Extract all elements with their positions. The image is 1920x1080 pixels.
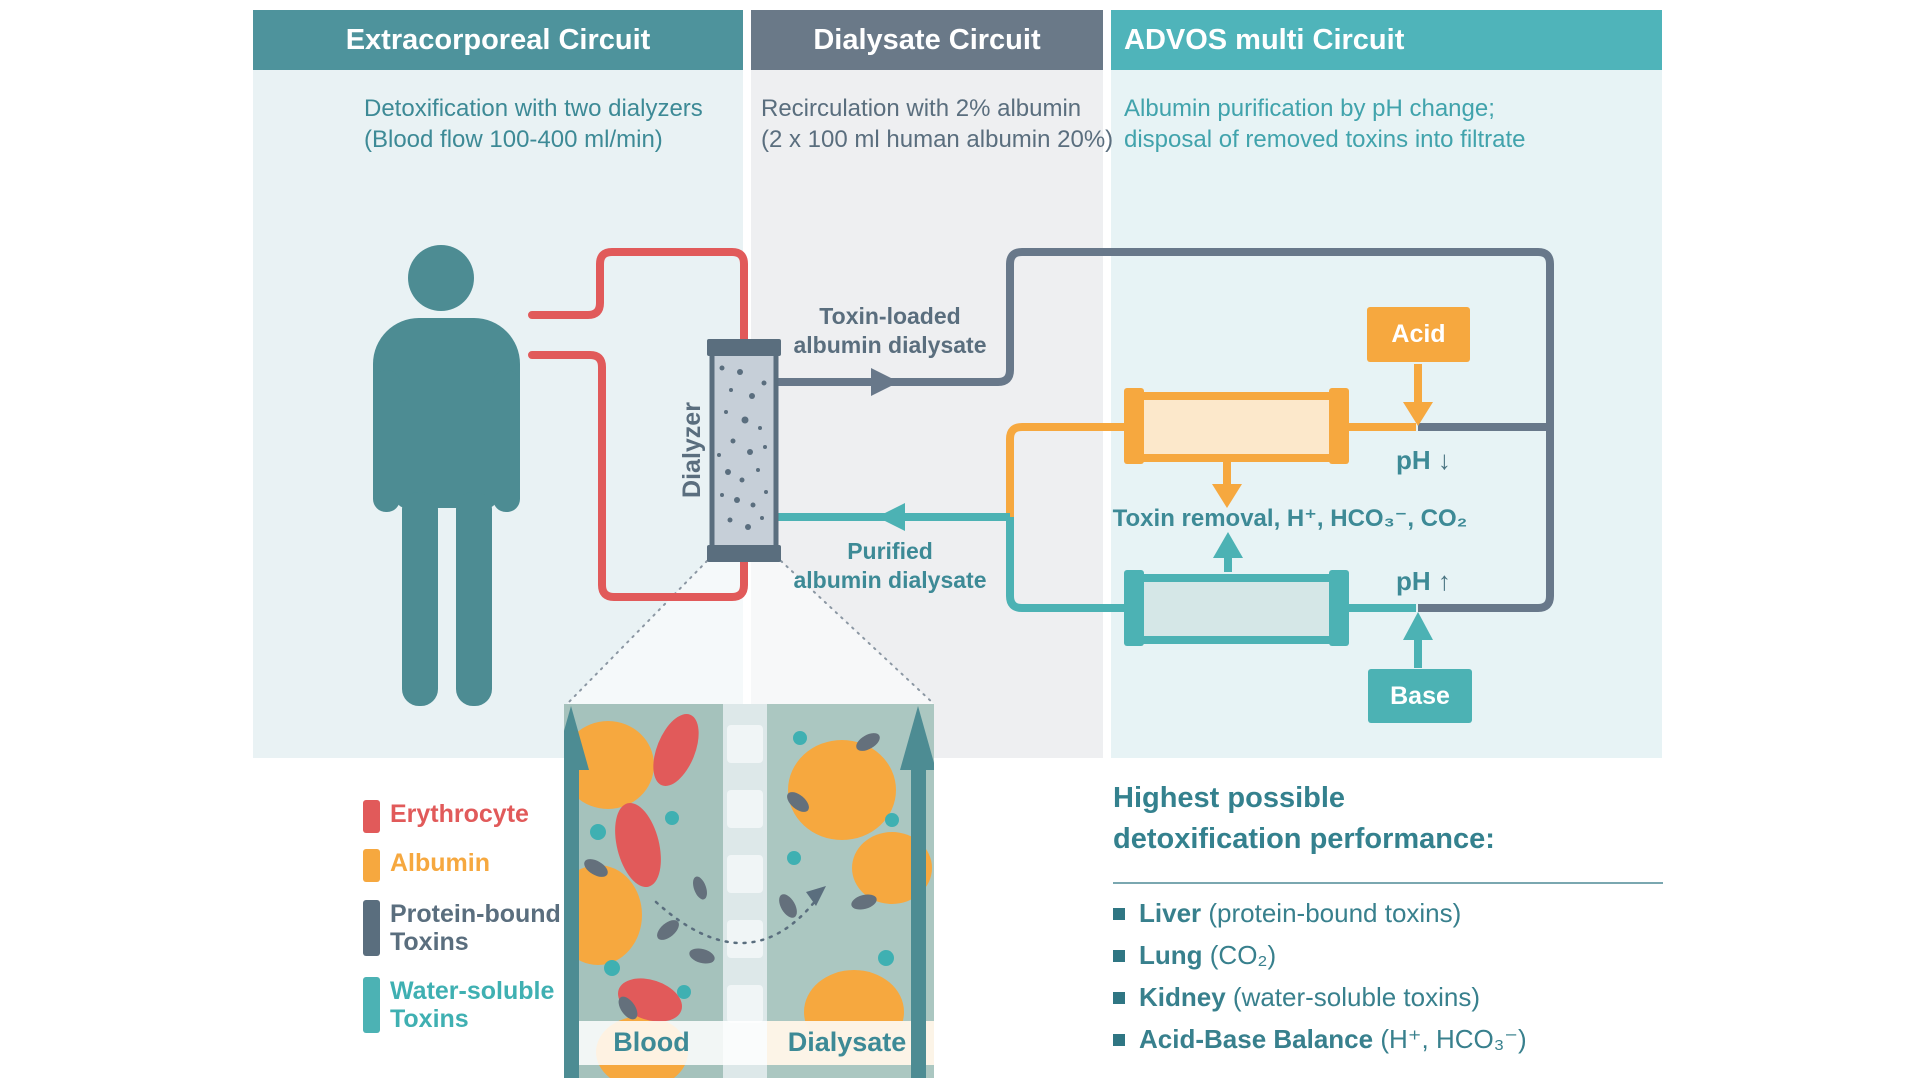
inset-dialysate-label: Dialysate	[787, 1027, 907, 1057]
performance-divider	[1113, 882, 1663, 884]
protein-bound-toxins-swatch-icon	[363, 900, 380, 956]
panel-header-advos: ADVOS multi Circuit	[1111, 10, 1662, 70]
heading-line: Highest possible	[1113, 782, 1346, 814]
patient-icon	[373, 245, 520, 706]
panel-header-dialysate: Dialysate Circuit	[751, 10, 1103, 70]
toxin-loaded-dialysate-line	[778, 248, 1554, 612]
toxin-removal-label: Toxin removal, H⁺, HCO₃⁻, CO₂	[1112, 505, 1468, 532]
purified-dialysate-line	[778, 503, 1433, 668]
ph-down-label: pH ↓	[1396, 445, 1451, 476]
item-rest: (CO₂)	[1202, 940, 1277, 970]
acid-arrow-icon	[1403, 402, 1433, 426]
inset-blood-label: Blood	[613, 1027, 690, 1057]
water-soluble-toxin-particles	[590, 811, 691, 999]
square-bullet-icon	[1113, 950, 1125, 962]
desc-line: Recirculation with 2% albumin	[761, 95, 1082, 122]
purified-dialysate-label: Purified albumin dialysate	[770, 537, 1010, 595]
panel-description-dialysate: Recirculation with 2% albumin (2 x 100 m…	[761, 93, 1113, 155]
legend-label: Protein-bound Toxins	[390, 900, 561, 956]
performance-item-lung: Lung (CO₂)	[1113, 940, 1276, 982]
performance-item-liver: Liver (protein-bound toxins)	[1113, 898, 1461, 940]
inset-flow-arrows	[564, 706, 934, 1078]
legend-label-line: Water-soluble	[390, 977, 555, 1005]
ph-text: pH	[1396, 566, 1431, 596]
label-line: albumin dialysate	[793, 332, 987, 358]
desc-line: Albumin purification by pH change;	[1124, 95, 1495, 122]
water-soluble-toxins-swatch-icon	[363, 977, 380, 1033]
flow-arrow-left-icon	[877, 503, 905, 531]
base-filter-icon	[1124, 570, 1349, 646]
performance-heading: Highest possible detoxification performa…	[1113, 778, 1495, 860]
legend-label: Albumin	[390, 849, 490, 877]
item-strong: Lung	[1139, 940, 1203, 970]
ph-text: pH	[1396, 445, 1431, 475]
erythrocyte-swatch-icon	[363, 800, 380, 833]
base-box: Base	[1368, 669, 1472, 723]
item-strong: Acid-Base Balance	[1139, 1024, 1374, 1054]
item-strong: Liver	[1139, 898, 1202, 928]
item-rest: (protein-bound toxins)	[1201, 898, 1462, 928]
ph-down-arrow-icon: ↓	[1437, 445, 1451, 475]
performance-item-kidney: Kidney (water-soluble toxins)	[1113, 982, 1480, 1024]
base-arrow-icon	[1403, 612, 1433, 640]
protein-bound-toxin-particles	[779, 733, 880, 918]
panel-description-advos: Albumin purification by pH change; dispo…	[1124, 93, 1526, 155]
heading-line: detoxification performance:	[1113, 823, 1495, 855]
desc-line: (2 x 100 ml human albumin 20%)	[761, 126, 1114, 153]
panel-dialysate-circuit: Dialysate Circuit	[751, 10, 1103, 758]
label-line: Toxin-loaded	[819, 303, 961, 329]
dialyzer-icon	[707, 339, 781, 562]
square-bullet-icon	[1113, 908, 1125, 920]
item-rest: (water-soluble toxins)	[1225, 982, 1480, 1012]
acidified-dialysate-line	[1006, 364, 1433, 517]
toxin-transfer-arrow	[654, 886, 826, 945]
ph-up-label: pH ↑	[1396, 566, 1451, 597]
legend-label: Water-soluble Toxins	[390, 977, 554, 1033]
performance-item-acid-base-balance: Acid-Base Balance (H⁺, HCO₃⁻)	[1113, 1024, 1527, 1066]
panel-description-extracorporeal: Detoxification with two dialyzers (Blood…	[364, 93, 703, 155]
label-line: Purified	[847, 538, 933, 564]
desc-line: Detoxification with two dialyzers	[364, 95, 703, 122]
legend-label: Erythrocyte	[390, 800, 529, 828]
toxin-loaded-dialysate-label: Toxin-loaded albumin dialysate	[770, 302, 1010, 360]
panel-title: Dialysate Circuit	[813, 23, 1041, 56]
label-line: albumin dialysate	[793, 567, 987, 593]
flow-arrow-right-icon	[871, 368, 899, 396]
item-strong: Kidney	[1139, 982, 1226, 1012]
water-soluble-toxin-particles	[787, 731, 899, 966]
legend-label-line: Toxins	[390, 928, 469, 956]
desc-line: (Blood flow 100-400 ml/min)	[364, 126, 663, 153]
filtrate-down-arrow-icon	[1212, 484, 1242, 508]
item-rest: (H⁺, HCO₃⁻)	[1373, 1024, 1527, 1054]
legend-label-line: Protein-bound	[390, 900, 561, 928]
acid-box: Acid	[1367, 307, 1470, 362]
square-bullet-icon	[1113, 992, 1125, 1004]
acid-filter-icon	[1124, 388, 1349, 464]
dialyzer-membrane-dots	[717, 365, 768, 530]
ph-up-arrow-icon: ↑	[1437, 566, 1451, 596]
blood-circuit-line	[528, 248, 748, 601]
membrane-inset	[564, 704, 934, 1078]
desc-line: disposal of removed toxins into filtrate	[1124, 126, 1526, 153]
panel-header-extracorporeal: Extracorporeal Circuit	[253, 10, 743, 70]
square-bullet-icon	[1113, 1034, 1125, 1046]
removal-up-arrow-icon	[1213, 532, 1243, 558]
panel-title: ADVOS multi Circuit	[1124, 23, 1405, 56]
panel-title: Extracorporeal Circuit	[345, 23, 651, 56]
albumin-swatch-icon	[363, 849, 380, 882]
protein-bound-toxin-particles	[584, 859, 715, 1020]
magnifier-cone	[566, 560, 935, 705]
dialyzer-label: Dialyzer	[677, 402, 706, 498]
legend-label-line: Toxins	[390, 1005, 469, 1033]
